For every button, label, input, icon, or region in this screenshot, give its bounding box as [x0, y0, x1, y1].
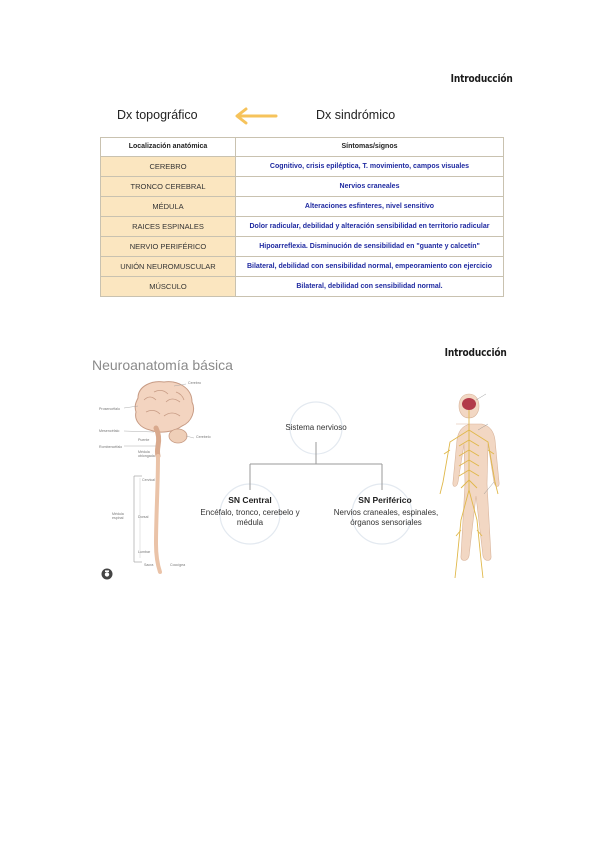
label-rombencefalo: Rombencéfalo: [99, 445, 123, 449]
nervous-system-diagram: [219, 401, 413, 545]
label-sacra: Sacra: [144, 563, 154, 567]
section-title-2: Introducción: [444, 346, 507, 359]
localization-table: Localización anatómica Síntomas/signos C…: [100, 137, 504, 297]
cell-location: MÚSCULO: [100, 276, 236, 297]
table-row: TRONCO CEREBRAL Nervios craneales: [100, 176, 504, 197]
node-sn-central-desc: Encéfalo, tronco, cerebelo y médula: [200, 508, 300, 527]
cell-symptoms: Alteraciones esfinteres, nivel sensitivo: [235, 196, 504, 217]
cell-symptoms: Bilateral, debilidad con sensibilidad no…: [235, 256, 504, 277]
table-row: MÚSCULO Bilateral, debilidad con sensibi…: [100, 276, 504, 297]
table-header-row: Localización anatómica Síntomas/signos: [100, 137, 504, 157]
cell-symptoms: Bilateral, debilidad con sensibilidad no…: [235, 276, 504, 297]
label-cerebro: Cerebro: [188, 381, 201, 385]
cell-symptoms: Cognitivo, crisis epiléptica, T. movimie…: [235, 156, 504, 177]
cell-symptoms: Dolor radicular, debilidad y alteración …: [235, 216, 504, 237]
table-row: RAICES ESPINALES Dolor radicular, debili…: [100, 216, 504, 237]
human-nervous-system-illustration: [439, 393, 500, 579]
cell-location: UNIÓN NEUROMUSCULAR: [100, 256, 236, 277]
header-sintomas: Síntomas/signos: [235, 137, 504, 157]
label-lumbar: Lumbar: [138, 550, 151, 554]
label-mesencefalo: Mesencéfalo: [99, 429, 120, 433]
cell-location: CEREBRO: [100, 156, 236, 177]
slide-title: Neuroanatomía básica: [92, 357, 233, 373]
node-sn-periferico-title: SN Periférico: [358, 495, 412, 505]
label-medula-oblongada: Médula oblongada: [138, 450, 155, 458]
cell-location: TRONCO CEREBRAL: [100, 176, 236, 197]
left-arrow-icon: [235, 107, 278, 125]
header-localizacion: Localización anatómica: [100, 137, 236, 157]
dx-topografico-label: Dx topográfico: [117, 108, 198, 122]
node-sistema-nervioso: Sistema nervioso: [285, 423, 347, 432]
label-cervical: Cervical: [142, 478, 155, 482]
label-dorsal: Dorsal: [138, 515, 149, 519]
table-row: MÉDULA Alteraciones esfinteres, nivel se…: [100, 196, 504, 217]
cell-symptoms: Hipoarreflexia. Disminución de sensibili…: [235, 236, 504, 257]
camera-icon[interactable]: [101, 568, 113, 580]
cell-location: RAICES ESPINALES: [100, 216, 236, 237]
brain-spinal-cord-illustration: [123, 381, 195, 574]
table-row: UNIÓN NEUROMUSCULAR Bilateral, debilidad…: [100, 256, 504, 277]
label-medula-espinal: Médula espinal: [112, 512, 124, 520]
node-sn-periferico-desc: Nervios craneales, espinales, órganos se…: [333, 508, 439, 527]
node-sn-central-title: SN Central: [228, 495, 272, 505]
label-cerebelo: Cerebelo: [196, 435, 211, 439]
dx-sindromico-label: Dx sindrómico: [316, 108, 396, 122]
section-title: Introducción: [450, 72, 513, 85]
label-coccigea: Coccígea: [170, 563, 186, 567]
label-puente: Puente: [138, 438, 150, 442]
cell-symptoms: Nervios craneales: [235, 176, 504, 197]
cell-location: NERVIO PERIFÉRICO: [100, 236, 236, 257]
cell-location: MÉDULA: [100, 196, 236, 217]
table-row: CEREBRO Cognitivo, crisis epiléptica, T.…: [100, 156, 504, 177]
table-row: NERVIO PERIFÉRICO Hipoarreflexia. Dismin…: [100, 236, 504, 257]
label-prosencefalo: Prosencéfalo: [99, 407, 120, 411]
